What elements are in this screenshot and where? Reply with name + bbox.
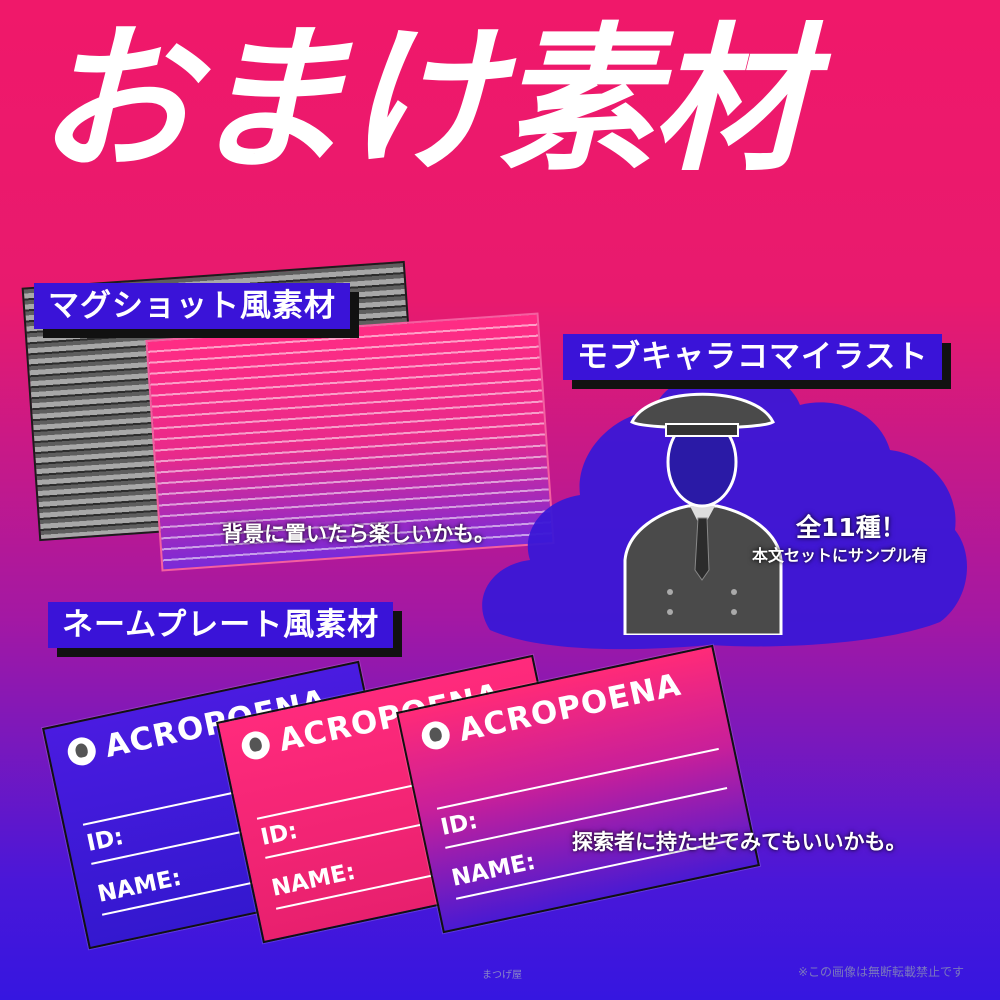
nameplate-caption: 探索者に持たせてみてもいいかも。: [572, 830, 907, 854]
mob-note: 本文セットにサンプル有: [752, 546, 928, 565]
page-title: おまけ素材: [36, 9, 810, 193]
officer-figure-icon: [623, 392, 783, 635]
card-name-label: NAME:: [269, 858, 358, 902]
footer-notice: ※この画像は無断転載禁止です: [797, 965, 964, 979]
card-id-label: ID:: [84, 823, 126, 858]
card-name-label: NAME:: [449, 848, 538, 892]
octopus-emblem-icon: [65, 734, 99, 769]
mob-section-label: モブキャラコマイラスト: [563, 334, 943, 380]
card-id-label: ID:: [438, 807, 480, 842]
mob-count: 全11種！: [796, 513, 906, 542]
octopus-emblem-icon: [239, 728, 273, 763]
card-divider: [436, 747, 719, 810]
card-id-label: ID:: [258, 817, 300, 852]
footer-credit: まつげ屋: [482, 970, 522, 981]
octopus-emblem-icon: [419, 718, 453, 753]
mugshot-section-label: マグショット風素材: [34, 283, 350, 329]
card-name-label: NAME:: [95, 864, 184, 908]
nameplate-section-label: ネームプレート風素材: [48, 602, 394, 648]
mugshot-caption: 背景に置いたら楽しいかも。: [222, 522, 495, 546]
